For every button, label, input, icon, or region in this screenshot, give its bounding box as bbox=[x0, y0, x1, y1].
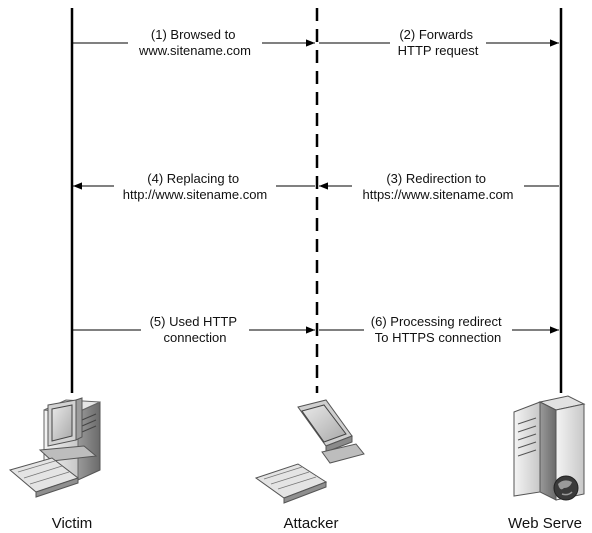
web-server-icon bbox=[513, 395, 586, 501]
message-2-line-1: (2) Forwards bbox=[399, 27, 473, 42]
victim-label: Victim bbox=[52, 515, 93, 532]
message-6-line-2: To HTTPS connection bbox=[375, 330, 501, 345]
message-5-line-2: connection bbox=[164, 330, 227, 345]
message-3-label: (3) Redirection to https://www.sitename.… bbox=[363, 171, 514, 202]
message-2-line-2: HTTP request bbox=[398, 43, 479, 58]
server-label: Web Serve bbox=[508, 515, 582, 532]
message-5-line-1: (5) Used HTTP bbox=[150, 314, 237, 329]
message-2-label: (2) Forwards HTTP request bbox=[398, 27, 479, 58]
message-1-line-2: www.sitename.com bbox=[138, 43, 251, 58]
message-1-line-1: (1) Browsed to bbox=[151, 27, 236, 42]
desktop-computer-icon bbox=[8, 397, 101, 498]
message-4-label: (4) Replacing to http://www.sitename.com bbox=[123, 171, 268, 202]
message-1-label: (1) Browsed to www.sitename.com bbox=[138, 27, 251, 58]
message-3-line-1: (3) Redirection to bbox=[386, 171, 486, 186]
attacker-label: Attacker bbox=[283, 515, 338, 532]
message-6-label: (6) Processing redirect To HTTPS connect… bbox=[371, 314, 505, 345]
message-4-line-2: http://www.sitename.com bbox=[123, 187, 268, 202]
monitor-keyboard-icon bbox=[254, 399, 365, 504]
message-6-line-1: (6) Processing redirect bbox=[371, 314, 502, 329]
message-5-label: (5) Used HTTP connection bbox=[150, 314, 241, 345]
message-4-line-1: (4) Replacing to bbox=[147, 171, 239, 186]
message-3-line-2: https://www.sitename.com bbox=[363, 187, 514, 202]
